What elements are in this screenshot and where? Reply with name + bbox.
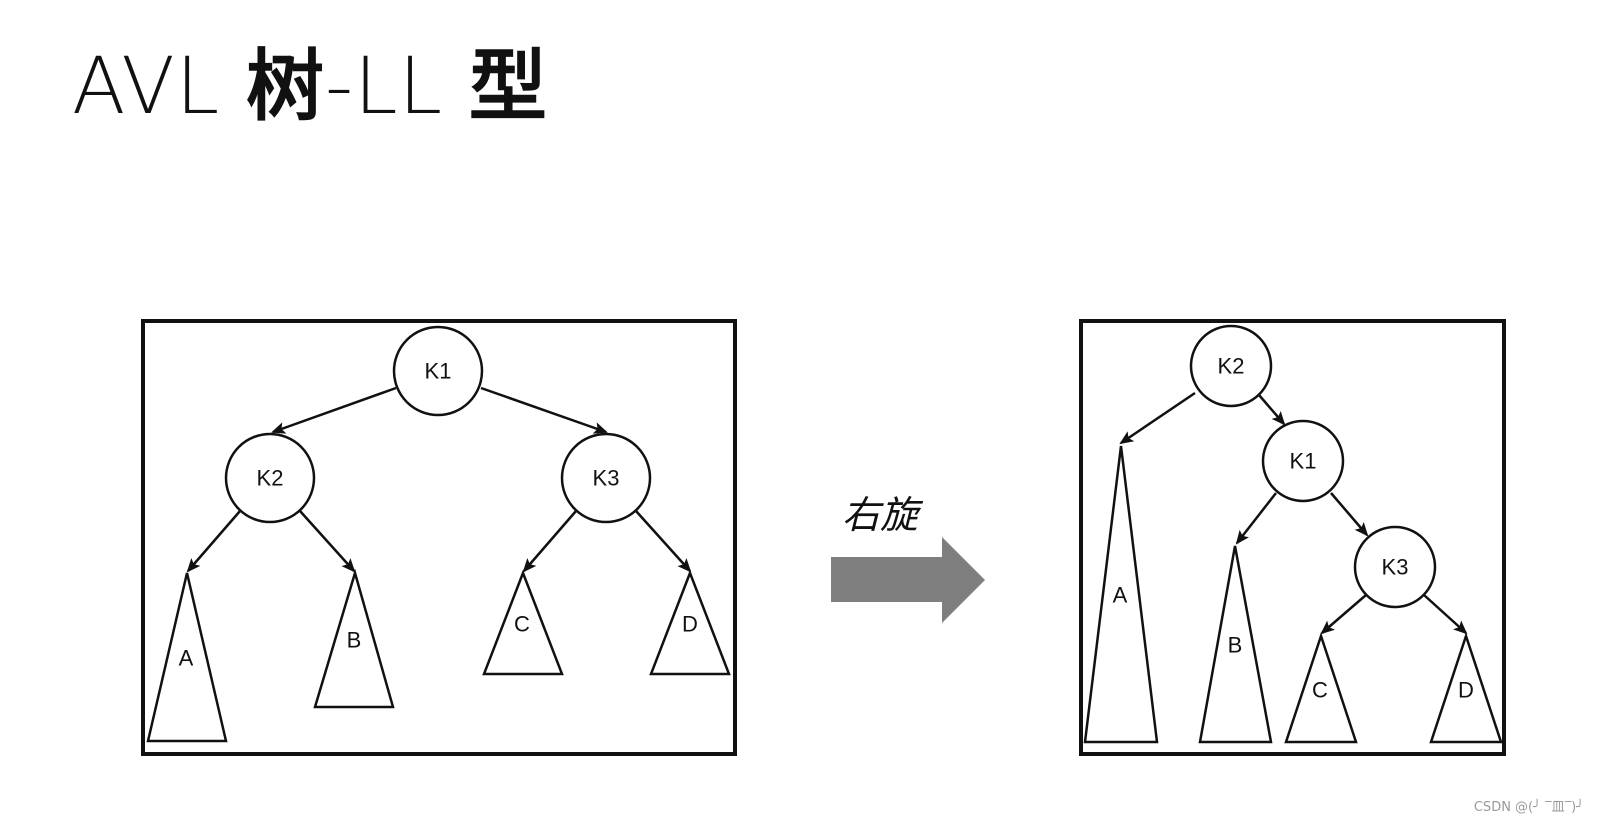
title-part-tree: 树 <box>245 42 325 132</box>
after-frame <box>1079 319 1506 756</box>
before-edge-k2-b <box>299 510 356 573</box>
before-edge-k2-a <box>186 510 241 573</box>
before-edge-k1-k2 <box>271 386 397 434</box>
rotation-label: 右旋 <box>842 493 919 537</box>
before-node-k3 <box>560 432 652 524</box>
watermark: CSDN @(╯ ‾皿‾)╯ <box>1473 800 1584 815</box>
before-subtree-b-label: B <box>347 628 362 653</box>
after-node-k1-label: K1 <box>1290 449 1317 474</box>
after-subtree-b-label: B <box>1228 633 1243 658</box>
after-tree: A B C D K2 K1 K3 <box>1079 319 1506 756</box>
after-edge-k1-k3 <box>1330 492 1369 537</box>
before-subtree-b <box>313 568 395 709</box>
after-edge-k3-d <box>1423 594 1468 635</box>
before-node-k3-label: K3 <box>593 466 620 491</box>
before-edge-k3-c <box>522 510 577 573</box>
after-subtree-a-label: A <box>1113 583 1128 608</box>
after-edge-k3-c <box>1320 594 1367 635</box>
before-node-k1 <box>392 325 484 417</box>
after-node-k2 <box>1189 324 1273 408</box>
after-node-k3 <box>1353 525 1437 609</box>
before-subtree-a <box>146 572 228 743</box>
before-subtree-a-label: A <box>179 646 194 671</box>
after-subtree-c-label: C <box>1312 678 1328 703</box>
before-edge-k1-k3 <box>480 386 608 434</box>
after-subtree-d <box>1429 632 1503 744</box>
before-tree: A B C D K1 K2 K3 <box>141 319 737 756</box>
before-subtree-d <box>649 569 731 676</box>
title-part-type: 型 <box>468 42 548 132</box>
after-subtree-d-label: D <box>1458 678 1474 703</box>
after-edge-k2-a <box>1119 391 1196 445</box>
before-frame <box>141 319 737 756</box>
after-subtree-b <box>1198 545 1273 744</box>
after-subtree-a <box>1083 445 1159 744</box>
before-node-k2-label: K2 <box>257 466 284 491</box>
before-node-k1-label: K1 <box>425 359 452 384</box>
rotation-arrow <box>831 537 985 623</box>
before-edge-k3-d <box>635 510 692 573</box>
after-node-k3-label: K3 <box>1382 555 1409 580</box>
after-node-k2-label: K2 <box>1218 354 1245 379</box>
title-part-avl: AVL <box>72 42 246 132</box>
before-subtree-c-label: C <box>514 612 530 637</box>
title-part-ll: -LL <box>325 42 469 132</box>
page-title: AVL 树-LL 型 <box>72 48 548 126</box>
before-node-k2 <box>224 432 316 524</box>
before-subtree-c <box>482 569 564 676</box>
after-edge-k2-k1 <box>1258 394 1286 426</box>
before-subtree-d-label: D <box>682 612 698 637</box>
after-node-k1 <box>1261 419 1345 503</box>
after-subtree-c <box>1284 632 1358 744</box>
after-edge-k1-b <box>1235 492 1277 545</box>
